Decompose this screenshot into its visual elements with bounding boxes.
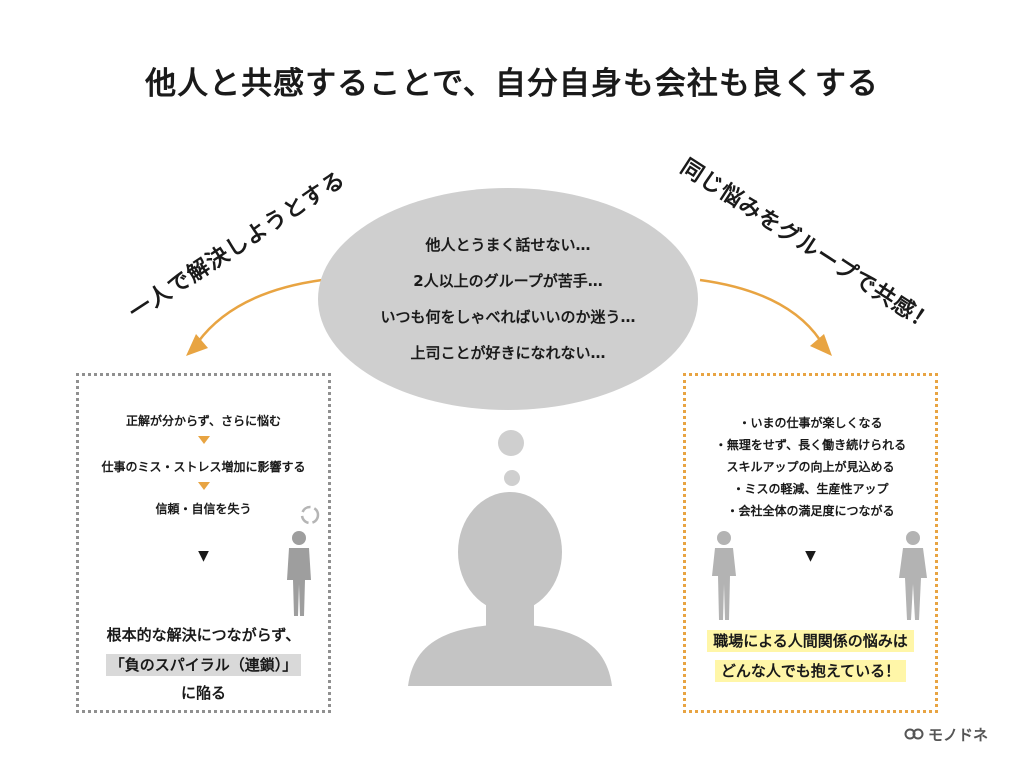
benefit-item: ・無理をせず、長く働き続けられる (714, 438, 907, 452)
step-arrow-icon (79, 436, 328, 444)
thought-bubble: 他人とうまく話せない… 2人以上のグループが苦手… いつも何をしゃべればいいのか… (318, 188, 698, 410)
left-conclusion-1: 根本的な解決につながらず、 (106, 626, 301, 644)
benefit-item: ・いまの仕事が楽しくなる (738, 416, 883, 430)
woman-figure-icon (712, 531, 736, 620)
benefit-item: スキルアップの向上が見込める (726, 460, 895, 474)
benefit-item: ・会社全体の満足度につながる (726, 504, 895, 518)
left-arrow-head (186, 334, 208, 356)
brand-mark-icon (904, 728, 924, 739)
result-marker: ▼ (198, 548, 209, 564)
flow-step-3: 信頼・自信を失う (155, 502, 252, 516)
left-outcome-box: 正解が分からず、さらに悩む 仕事のミス・ストレス増加に影響する 信頼・自信を失う… (76, 373, 331, 713)
worker-figure-icon (287, 531, 311, 616)
thought-dot-small (504, 470, 520, 486)
person-silhouette-icon (408, 492, 612, 686)
left-conclusion-2: 「負のスパイラル（連鎖）」 (79, 650, 328, 680)
result-marker: ▼ (805, 548, 816, 564)
highlight-text: 職場による人間関係の悩みは (707, 630, 914, 652)
recycle-icon (300, 505, 320, 525)
bubble-line: 上司ことが好きになれない… (410, 344, 606, 362)
step-arrow-icon (79, 482, 328, 490)
right-outcome-box: ・いまの仕事が楽しくなる ・無理をせず、長く働き続けられる スキルアップの向上が… (683, 373, 938, 713)
left-curved-arrow (196, 278, 323, 343)
left-conclusion-3: に陥る (180, 684, 226, 702)
highlight-text: どんな人でも抱えている！ (714, 660, 907, 682)
brand-name: モノドネ (927, 726, 988, 744)
page-title: 他人と共感することで、自分自身も会社も良くする (145, 66, 879, 102)
thought-dot-large (498, 430, 524, 456)
bubble-line: いつも何をしゃべればいいのか迷う… (380, 308, 636, 326)
benefit-item: ・ミスの軽減、生産性アップ (732, 482, 889, 496)
bubble-line: 2人以上のグループが苦手… (413, 272, 603, 290)
right-conclusion-2: どんな人でも抱えている！ (686, 656, 935, 686)
right-curved-arrow (699, 278, 822, 341)
bubble-line: 他人とうまく話せない… (425, 236, 591, 254)
highlight-text: 「負のスパイラル（連鎖）」 (105, 654, 302, 676)
flow-step-2: 仕事のミス・ストレス増加に影響する (101, 460, 306, 474)
man-figure-icon (899, 531, 927, 620)
right-arrow-head (810, 334, 832, 356)
flow-step-1: 正解が分からず、さらに悩む (126, 414, 281, 428)
right-conclusion-1: 職場による人間関係の悩みは (686, 626, 935, 656)
brand-logo: モノドネ (904, 724, 988, 745)
